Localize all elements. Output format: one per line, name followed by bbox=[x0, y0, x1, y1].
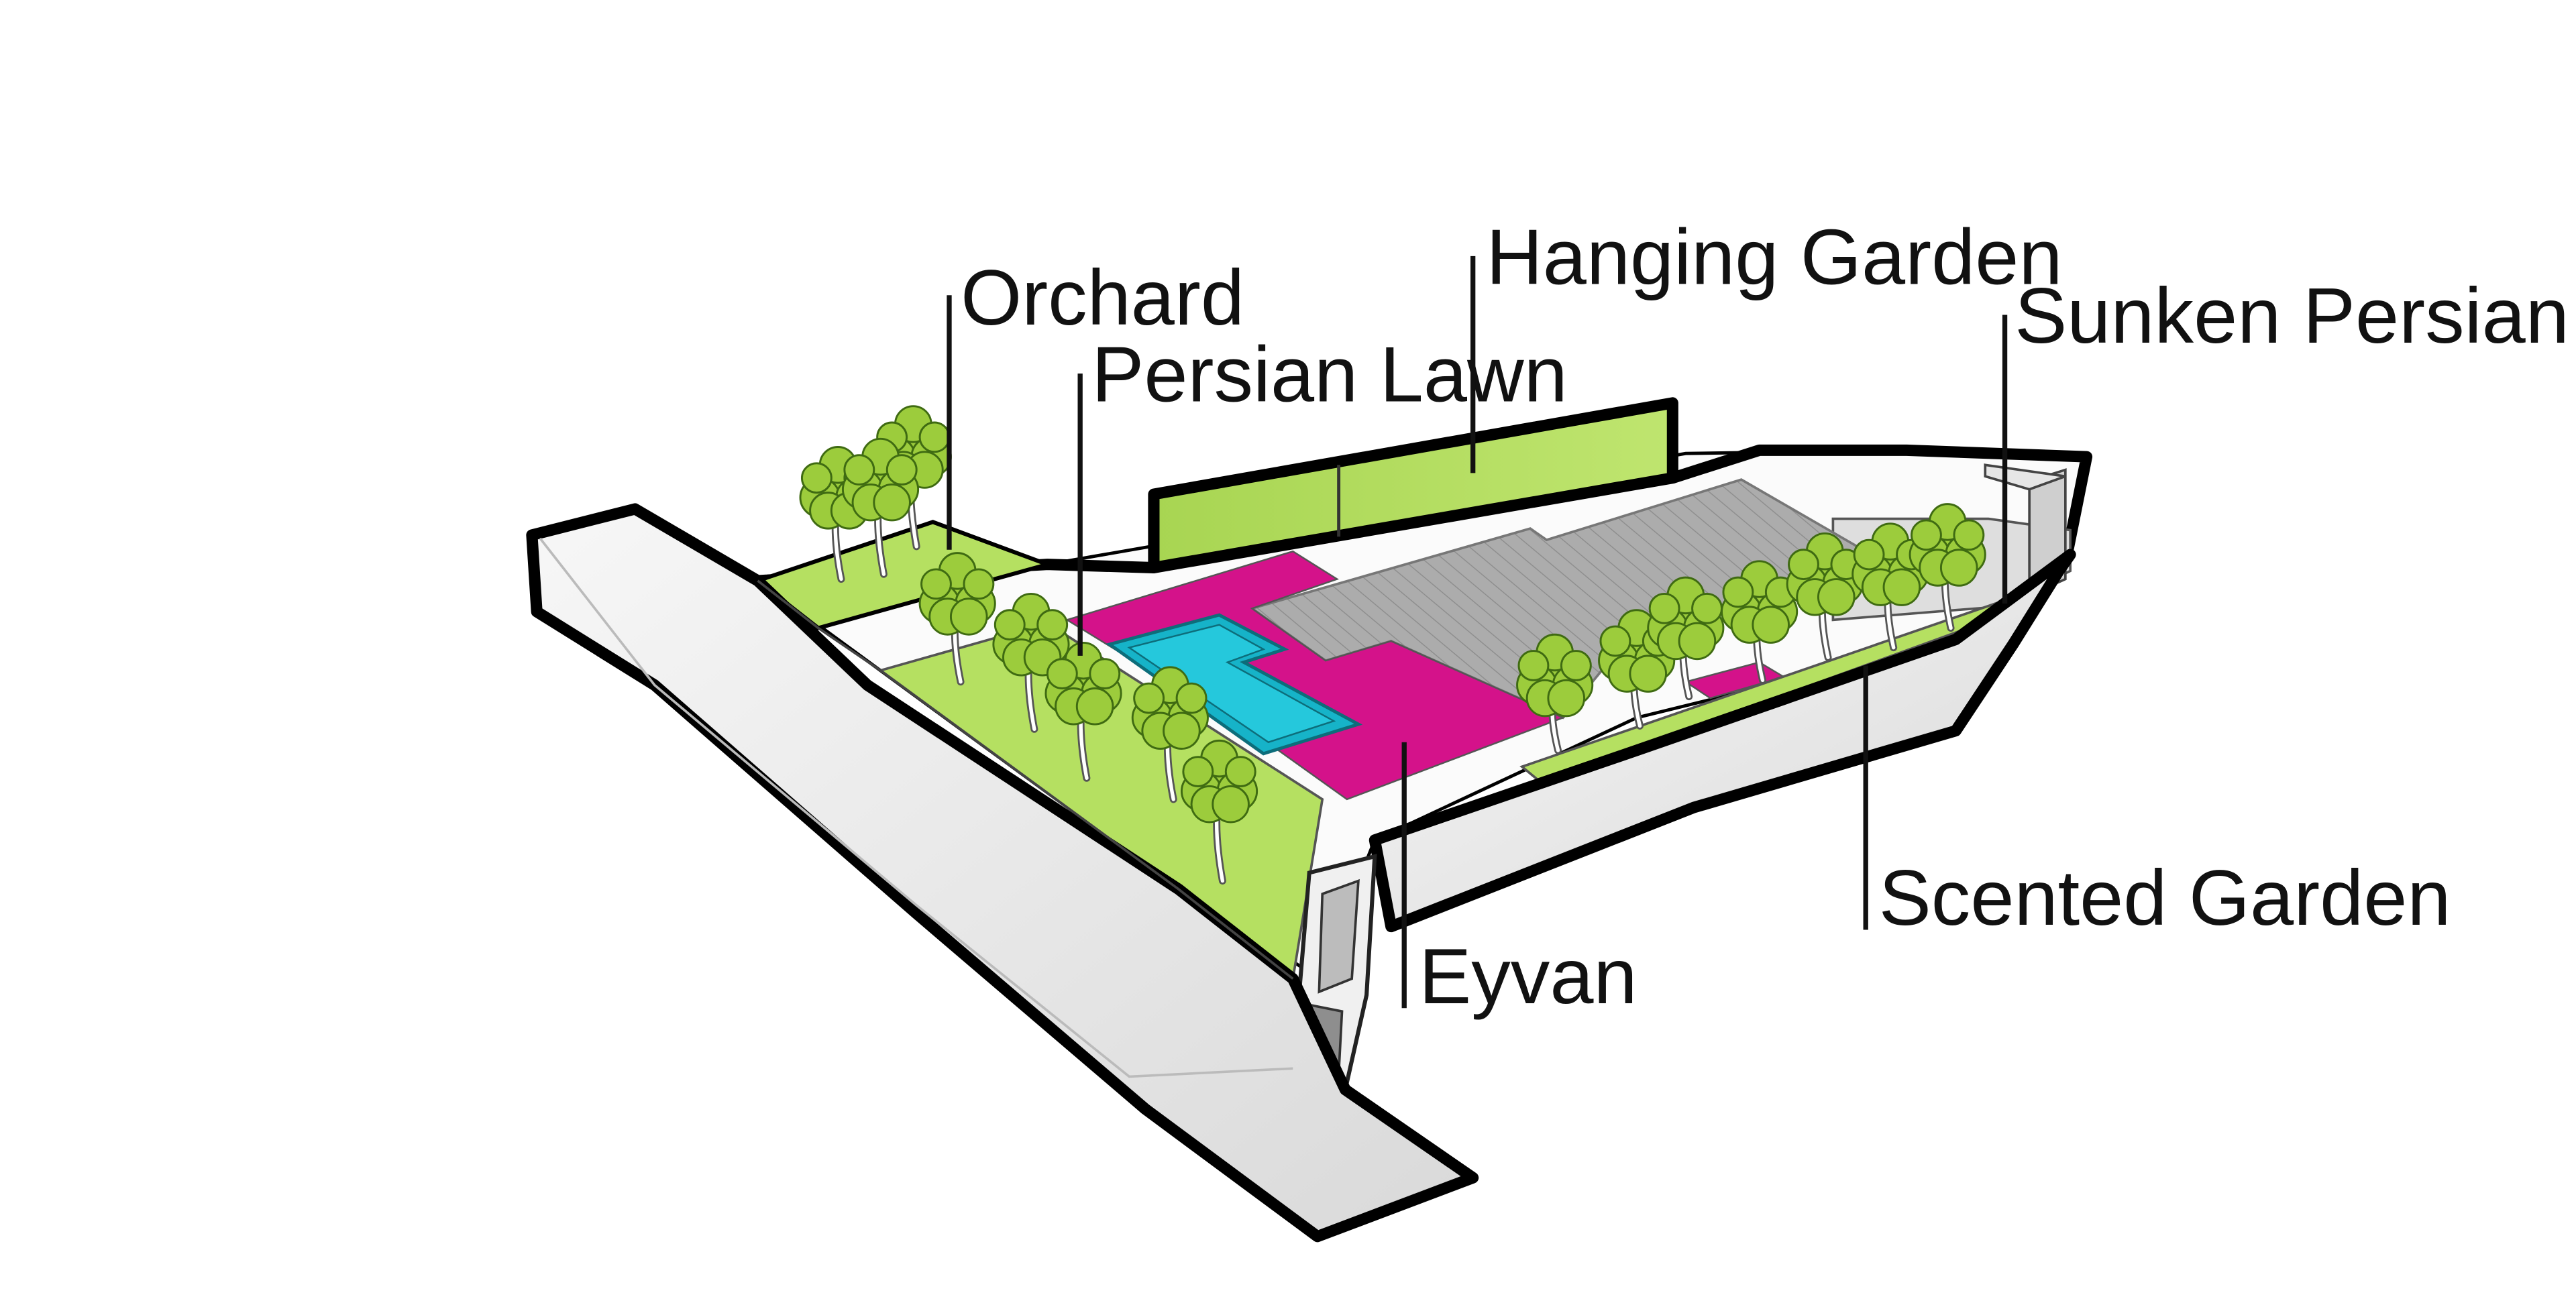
tree-foliage bbox=[1752, 606, 1790, 644]
tree-foliage bbox=[1133, 682, 1165, 714]
tree-foliage bbox=[1560, 650, 1592, 681]
tree bbox=[1131, 666, 1209, 803]
ramp-crease bbox=[539, 537, 1293, 1078]
label-eyvan-text: Eyvan bbox=[1419, 932, 1637, 1020]
front-wall bbox=[1368, 549, 2076, 933]
eyvan-area bbox=[1065, 550, 1566, 801]
tree-foliage bbox=[1911, 519, 1942, 551]
tree-foliage bbox=[1046, 658, 1078, 689]
tree-foliage bbox=[1212, 785, 1250, 824]
tree bbox=[1044, 641, 1122, 782]
tree bbox=[918, 552, 996, 686]
tree-foliage bbox=[800, 462, 833, 494]
label-hanging-garden: Hanging Garden bbox=[1470, 213, 2062, 473]
tree-foliage bbox=[1599, 625, 1631, 657]
label-scented-garden-text: Scented Garden bbox=[1879, 854, 2451, 942]
tree-foliage bbox=[994, 609, 1026, 640]
tree-foliage bbox=[1036, 609, 1069, 640]
tree-foliage bbox=[843, 454, 875, 486]
label-persian-lawn: Persian Lawn bbox=[1077, 331, 1568, 656]
tree bbox=[1647, 576, 1725, 701]
tree-foliage bbox=[1678, 622, 1717, 661]
tree-foliage bbox=[1075, 687, 1114, 726]
tree-foliage bbox=[1882, 568, 1921, 606]
pool-inner bbox=[1127, 624, 1336, 744]
tree bbox=[992, 592, 1070, 733]
tree bbox=[1516, 633, 1594, 754]
tree bbox=[1180, 739, 1258, 885]
label-persian-lawn-text: Persian Lawn bbox=[1091, 331, 1567, 418]
tree-foliage bbox=[1089, 658, 1121, 689]
tree-foliage bbox=[963, 568, 995, 600]
tree-foliage bbox=[1853, 538, 1885, 571]
label-scented-garden: Scented Garden bbox=[1863, 665, 2451, 942]
tree-foliage bbox=[1163, 712, 1201, 750]
tree bbox=[1909, 503, 1986, 632]
label-sunken-persian-garden-text: Sunken Persian Garden bbox=[2015, 272, 2576, 359]
label-orchard-text: Orchard bbox=[961, 253, 1244, 341]
tree-foliage bbox=[1182, 756, 1214, 787]
ramp-inner-edge bbox=[757, 579, 1294, 980]
tree-foliage bbox=[1939, 549, 1978, 587]
tree-foliage bbox=[873, 483, 911, 522]
tree-foliage bbox=[949, 598, 988, 636]
tree-foliage bbox=[1547, 679, 1586, 718]
tree bbox=[1721, 560, 1799, 684]
label-eyvan: Eyvan bbox=[1401, 742, 1638, 1020]
tree-foliage bbox=[1517, 650, 1550, 681]
tree-foliage bbox=[1224, 756, 1256, 787]
tree-foliage bbox=[885, 454, 918, 486]
tree bbox=[841, 437, 920, 578]
tree-foliage bbox=[1629, 655, 1668, 693]
label-hanging-garden-text: Hanging Garden bbox=[1486, 213, 2062, 300]
tree-foliage bbox=[1817, 578, 1856, 616]
tree-foliage bbox=[1648, 592, 1680, 624]
tree-foliage bbox=[1953, 519, 1985, 551]
trees-group bbox=[799, 405, 1986, 885]
tree-foliage bbox=[1788, 549, 1819, 580]
tree-foliage bbox=[920, 568, 952, 600]
entrance-slot-upper bbox=[1318, 878, 1360, 994]
tree-foliage bbox=[1175, 682, 1208, 714]
tree-foliage bbox=[1722, 576, 1754, 608]
tree-foliage bbox=[918, 421, 951, 453]
tree-foliage bbox=[1691, 592, 1723, 624]
label-orchard: Orchard bbox=[947, 253, 1244, 550]
label-sunken-persian-garden: Sunken Persian Garden bbox=[2002, 272, 2576, 604]
